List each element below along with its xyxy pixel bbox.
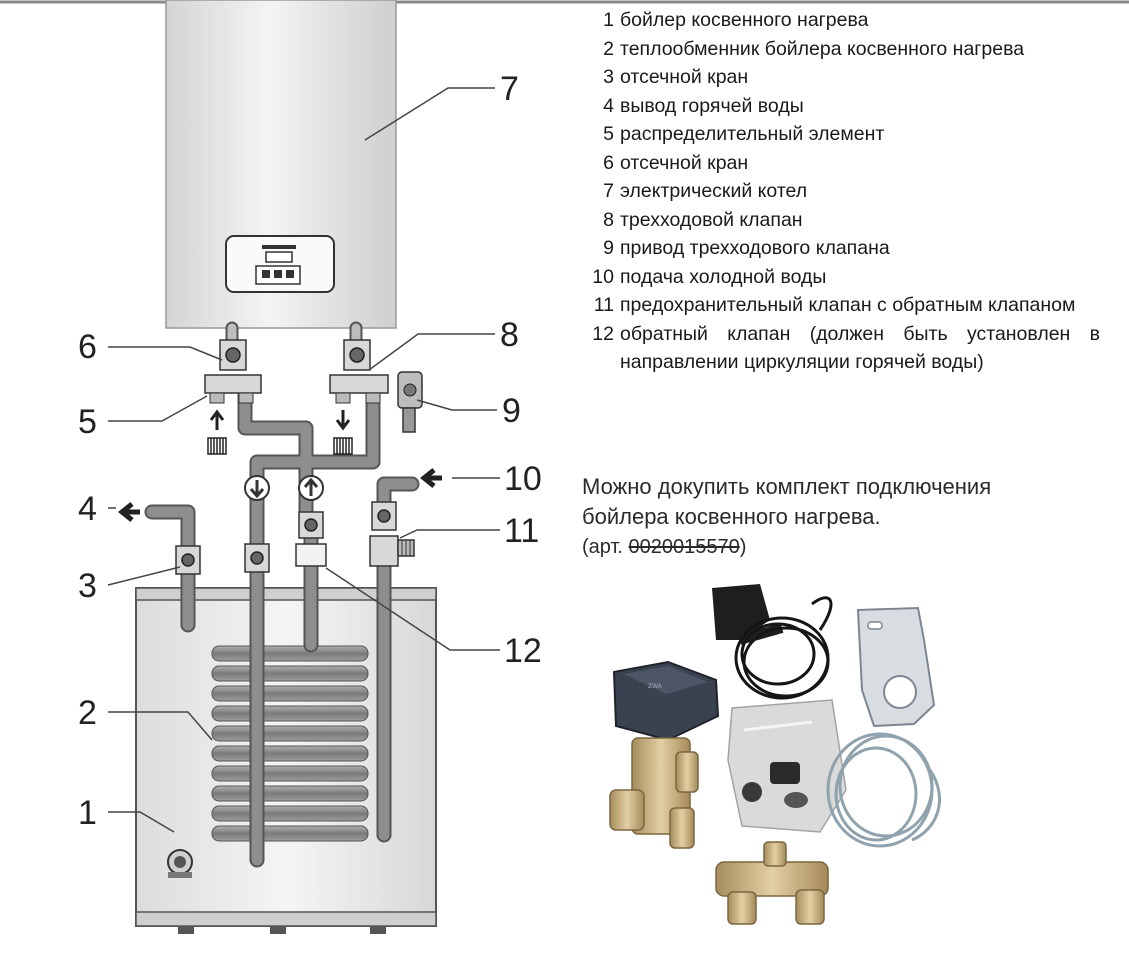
note-line-2: бойлера косвенного нагрева. [582,504,881,529]
legend-text: трехходовой клапан [620,208,803,231]
callout-12: 12 [504,632,542,670]
legend-item-4: 4 вывод горячей воды [588,92,1100,121]
shutoff-valve-hot-water [175,545,201,575]
callout-4: 4 [78,490,97,528]
svg-text:ZWA: ZWA [648,683,663,690]
electric-boiler [165,0,397,329]
pipe-network [144,321,420,868]
legend-number: 11 [593,294,614,316]
legend-number: 7 [603,180,614,202]
legend-number: 1 [603,9,614,31]
legend-item-11: 11 предохранительный клапан с обратным к… [588,291,1100,320]
legend-item-3: 3 отсечной кран [588,63,1100,92]
legend-item-6: 6 отсечной кран [588,149,1100,178]
shutoff-valve-right [343,339,371,371]
legend-text: подача холодной воды [620,265,827,288]
flow-arrow-up-icon [298,475,324,501]
legend-text: обратный клапан (должен быть установлен … [620,322,1100,374]
radiator-icon [207,437,227,455]
flow-arrow-down-icon [244,475,270,501]
brass-three-way-valve [609,737,699,849]
legend-item-12: 12 обратный клапан (должен быть установл… [588,320,1100,377]
grey-sensor-cable [826,732,941,848]
callout-numbers: 7 6 8 5 9 4 10 11 3 12 2 1 [78,70,542,832]
shutoff-valve-cold-water [371,501,397,531]
leader-lines [107,87,500,833]
article-prefix: (арт. [582,536,629,558]
callout-10: 10 [504,460,542,498]
legend-number: 9 [603,237,614,259]
parts-bag [727,699,847,833]
distribution-element [204,374,262,455]
legend-number: 4 [603,94,614,117]
callout-5: 5 [78,403,97,441]
legend-text: вывод горячей воды [620,94,804,117]
legend-text: отсечной кран [620,66,749,88]
legend-text: бойлер косвенного нагрева [620,9,869,31]
metal-bracket [856,606,936,728]
check-valve [295,511,327,567]
callout-8: 8 [500,316,519,354]
legend-number: 6 [603,151,614,174]
legend-number: 8 [603,208,614,231]
connection-kit-note: Можно докупить комплект подключения бойл… [582,472,1122,562]
legend-item-7: 7 электрический котел [588,177,1100,206]
article-number-line: (арт. 0020015570) [582,532,1122,562]
article-suffix: ) [739,536,747,558]
callout-2: 2 [78,694,97,732]
legend-text: отсечной кран [620,151,749,174]
callout-7: 7 [500,70,519,108]
legend-text: предохранительный клапан с обратным клап… [620,294,1076,316]
legend-list: 1 бойлер косвенного нагрева 2 теплообмен… [588,6,1100,377]
radiator-icon [333,437,353,455]
legend-number: 5 [603,123,614,145]
thermometer-well [167,849,193,878]
legend-number: 10 [592,265,614,288]
connection-kit-illustration: ZWA [609,584,941,925]
note-line-1: Можно докупить комплект подключения [582,474,992,499]
legend-number: 2 [603,37,614,60]
callout-1: 1 [78,794,97,832]
cold-water-in-arrow-icon [419,468,442,488]
legend-item-1: 1 бойлер косвенного нагрева [588,6,1100,35]
shutoff-valve-tank-heating [244,543,270,573]
callout-3: 3 [78,567,97,605]
legend-text: электрический котел [620,180,808,202]
callout-6: 6 [78,328,97,366]
shutoff-valve-left [219,339,247,371]
safety-valve [369,535,415,567]
article-number: 0020015570 [628,536,740,558]
three-way-valve [329,374,389,455]
three-way-valve-actuator [397,371,423,433]
hot-water-out-arrow-icon [117,502,140,522]
legend-text: теплообменник бойлера косвенного нагрева [620,37,1025,60]
legend-item-2: 2 теплообменник бойлера косвенного нагре… [588,35,1100,64]
legend-item-9: 9 привод трехходового клапана [588,234,1100,263]
legend-number: 3 [603,66,614,88]
boiler-control-panel [225,235,335,293]
valve-actuator-motor: ZWA [612,660,720,742]
black-cable [734,596,833,700]
callout-11: 11 [504,512,539,550]
legend-item-5: 5 распределительный элемент [588,120,1100,149]
legend-item-8: 8 трехходовой клапан [588,206,1100,235]
brass-distribution-element [715,841,829,925]
legend-item-10: 10 подача холодной воды [588,263,1100,292]
callout-9: 9 [502,392,521,430]
legend-number: 12 [592,322,614,345]
legend-text: распределительный элемент [620,123,885,145]
legend-text: привод трехходового клапана [620,237,890,259]
